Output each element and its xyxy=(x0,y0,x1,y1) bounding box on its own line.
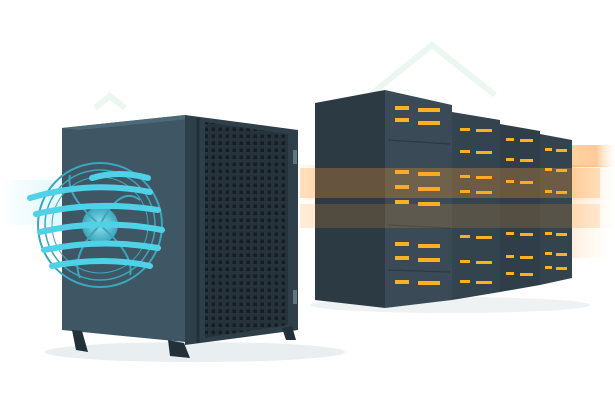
server-rack-1 xyxy=(315,90,452,308)
floor-shadow xyxy=(45,342,345,362)
server-rack-icon xyxy=(315,90,572,308)
server-rack-4 xyxy=(540,134,572,285)
cool-airflow-icon xyxy=(27,171,165,269)
fan-icon xyxy=(37,162,163,288)
warm-airflow-overlay xyxy=(300,168,600,228)
vent-panel xyxy=(205,122,288,338)
cool-airflow-haze xyxy=(0,180,70,225)
air-cooling-unit-icon xyxy=(37,115,298,358)
background-house-outline xyxy=(93,41,497,111)
server-rack-2 xyxy=(452,112,500,300)
server-rack-3 xyxy=(500,124,540,292)
